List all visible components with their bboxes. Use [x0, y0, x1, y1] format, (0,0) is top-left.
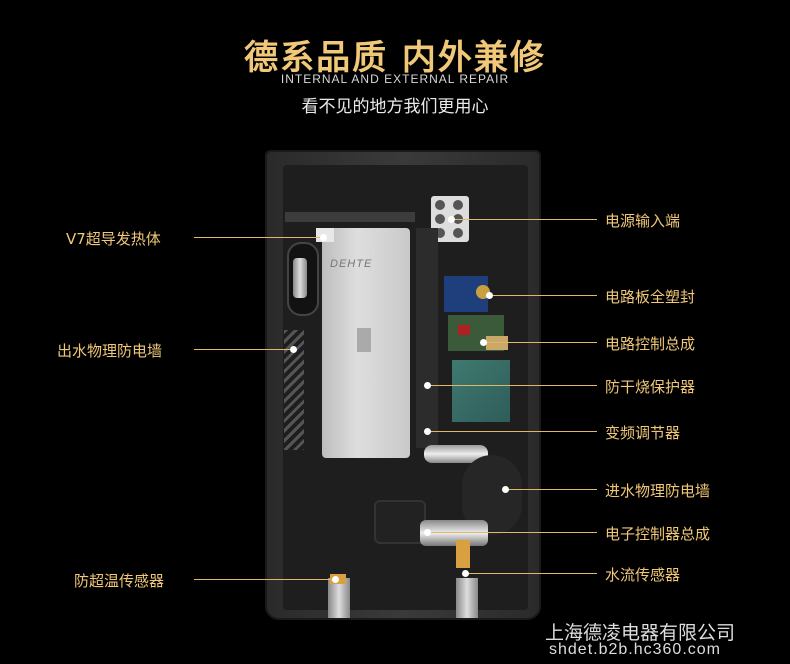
leader-dot [480, 339, 487, 346]
label-flow-sensor: 水流传感器 [605, 566, 681, 584]
label-overtemp-sensor: 防超温传感器 [74, 572, 165, 590]
controller-motor [374, 500, 426, 544]
label-power-input: 电源输入端 [605, 212, 681, 230]
leader-dot [462, 570, 469, 577]
top-bracket [285, 212, 415, 222]
leader-line [194, 237, 324, 238]
label-dry-burn-protector: 防干烧保护器 [605, 378, 696, 396]
heater-logo: DEHTE [330, 258, 373, 270]
label-sealed-board: 电路板全塑封 [605, 288, 696, 306]
valve-body [420, 520, 488, 546]
label-electronic-controller: 电子控制器总成 [605, 525, 711, 543]
leader-dot [486, 292, 493, 299]
leader-dot [332, 576, 339, 583]
leader-line [428, 385, 597, 386]
outlet-pipe [293, 258, 307, 298]
center-column [416, 228, 438, 448]
leader-line [452, 219, 597, 220]
watermark-website: shdet.b2b.hc360.com [549, 641, 721, 658]
leader-dot [424, 382, 431, 389]
leader-dot [502, 486, 509, 493]
heater-slot [357, 328, 371, 352]
page-title: 德系品质 内外兼修 [244, 38, 546, 78]
label-inverter: 变频调节器 [605, 424, 681, 442]
label-circuit-control: 电路控制总成 [605, 335, 696, 353]
leader-dot [320, 234, 327, 241]
leader-line [466, 573, 597, 574]
leader-line [428, 431, 597, 432]
leader-dot [290, 346, 297, 353]
leader-line [490, 295, 597, 296]
board-connector [486, 336, 508, 350]
board-relay [458, 325, 470, 335]
outlet-grill [284, 330, 304, 450]
flow-sensor-part [456, 540, 470, 568]
leader-dot [424, 428, 431, 435]
label-outlet-wall: 出水物理防电墙 [57, 342, 163, 360]
inverter-board [452, 360, 510, 422]
leader-line [194, 579, 334, 580]
leader-line [194, 349, 294, 350]
watermark-company: 上海德凌电器有限公司 [545, 622, 736, 644]
leader-dot [424, 529, 431, 536]
subtitle-chinese: 看不见的地方我们更用心 [301, 97, 489, 117]
leader-line [484, 342, 597, 343]
leader-line [428, 532, 597, 533]
bottom-pipe-left [328, 578, 350, 618]
leader-dot [448, 216, 455, 223]
middle-pipe [424, 445, 488, 463]
label-heating-element: V7超导发热体 [66, 230, 161, 248]
label-inlet-wall: 进水物理防电墙 [605, 482, 711, 500]
leader-line [506, 489, 597, 490]
bottom-pipe-right [456, 578, 478, 618]
subtitle-english: INTERNAL AND EXTERNAL REPAIR [280, 72, 510, 86]
